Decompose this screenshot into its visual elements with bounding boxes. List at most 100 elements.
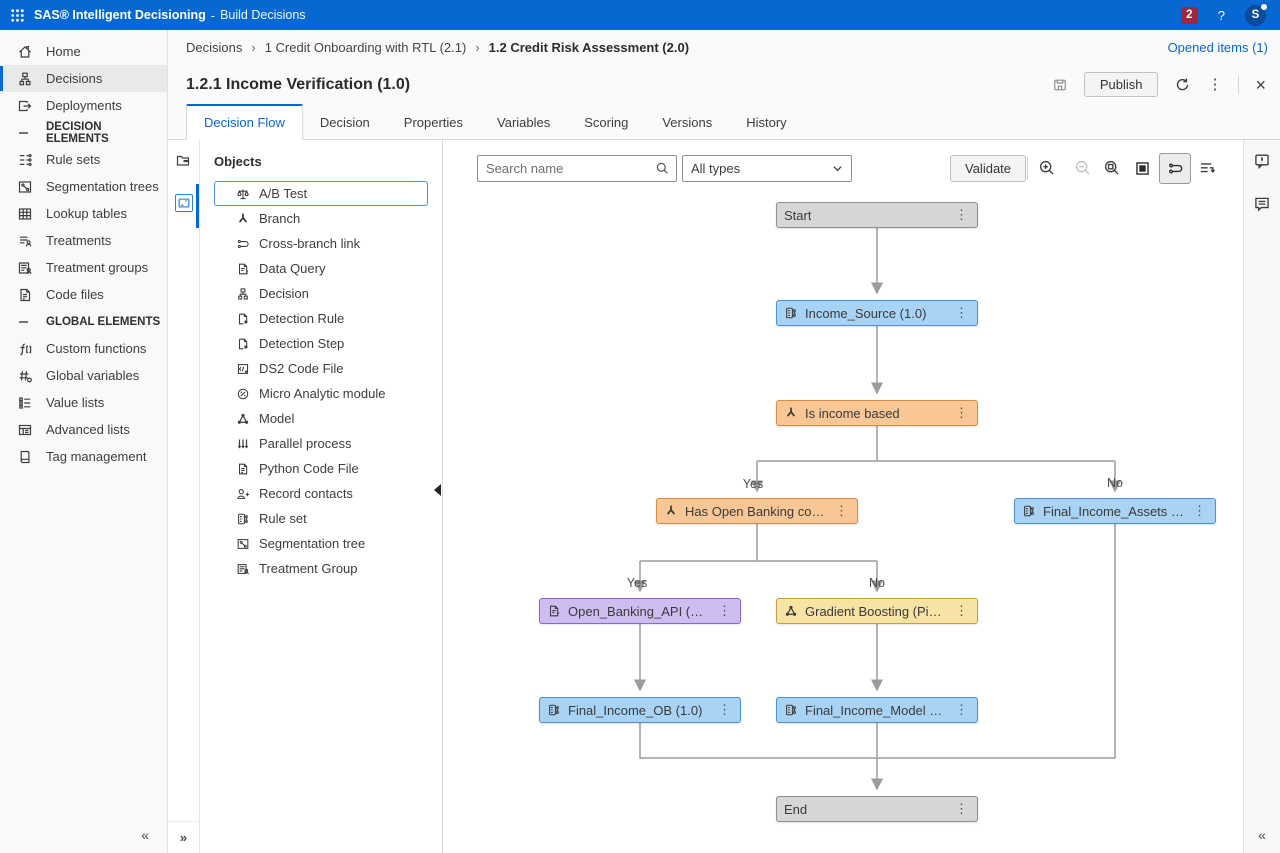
object-item-segmentation-tree[interactable]: Segmentation tree: [214, 531, 428, 556]
sidebar-item-treatment-groups[interactable]: Treatment groups: [0, 254, 167, 281]
right-rail: «: [1243, 140, 1280, 853]
app-context: Build Decisions: [220, 8, 305, 22]
object-item-record-contacts[interactable]: Record contacts: [214, 481, 428, 506]
objects-panel-collapse-handle[interactable]: [434, 484, 441, 496]
help-button[interactable]: ?: [1218, 8, 1225, 23]
refresh-icon[interactable]: [1174, 76, 1191, 93]
parallel-process-icon: [236, 437, 250, 451]
right-rail-collapse-button[interactable]: «: [1244, 827, 1280, 843]
data-query-icon: [547, 604, 561, 618]
sidebar-item-lookup-tables[interactable]: Lookup tables: [0, 200, 167, 227]
model-icon: [784, 604, 798, 618]
object-item-cross-branch-link[interactable]: Cross-branch link: [214, 231, 428, 256]
flow-node-start[interactable]: Start ⋮: [776, 202, 978, 228]
tab-decision-flow[interactable]: Decision Flow: [186, 104, 303, 140]
ds2-code-file-icon: [236, 362, 250, 376]
sidebar-item-segmentation-trees[interactable]: Segmentation trees: [0, 173, 167, 200]
flow-node-end[interactable]: End ⋮: [776, 796, 978, 822]
active-panel-indicator: [196, 184, 199, 228]
detection-rule-icon: [236, 312, 250, 326]
rule-set-icon: [784, 703, 798, 717]
object-item-treatment-group[interactable]: Treatment Group: [214, 556, 428, 581]
sidebar-item-advanced-lists[interactable]: Advanced lists: [0, 416, 167, 443]
object-item-detection-step[interactable]: Detection Step: [214, 331, 428, 356]
sidebar-item-custom-functions[interactable]: Custom functions: [0, 335, 167, 362]
node-menu-button[interactable]: ⋮: [1191, 503, 1208, 519]
object-item-ds2-code-file[interactable]: DS2 Code File: [214, 356, 428, 381]
divider: [1238, 75, 1239, 95]
flow-node-final-income-model[interactable]: Final_Income_Model (1.0) ⋮: [776, 697, 978, 723]
sidebar-item-tag-management[interactable]: Tag management: [0, 443, 167, 470]
rule-set-icon: [547, 703, 561, 717]
more-actions-button[interactable]: ⋮: [1207, 77, 1222, 92]
node-menu-button[interactable]: ⋮: [953, 702, 970, 718]
object-item-model[interactable]: Model: [214, 406, 428, 431]
sidebar-item-deployments[interactable]: Deployments: [0, 92, 167, 119]
object-item-micro-analytic-module[interactable]: Micro Analytic module: [214, 381, 428, 406]
node-menu-button[interactable]: ⋮: [716, 702, 733, 718]
treatment-groups-icon: [17, 260, 33, 276]
node-menu-button[interactable]: ⋮: [953, 305, 970, 321]
sidebar-item-treatments[interactable]: Treatments: [0, 227, 167, 254]
notifications-badge[interactable]: 2: [1181, 7, 1198, 24]
tab-versions[interactable]: Versions: [645, 106, 729, 139]
model-icon: [236, 412, 250, 426]
tab-variables[interactable]: Variables: [480, 106, 567, 139]
object-item-parallel-process[interactable]: Parallel process: [214, 431, 428, 456]
data-query-icon: [236, 262, 250, 276]
node-menu-button[interactable]: ⋮: [953, 801, 970, 817]
sidebar-item-value-lists[interactable]: Value lists: [0, 389, 167, 416]
user-avatar[interactable]: S: [1245, 5, 1266, 26]
tab-scoring[interactable]: Scoring: [567, 106, 645, 139]
close-icon[interactable]: ×: [1255, 76, 1266, 94]
validation-issues-icon[interactable]: [1253, 152, 1271, 170]
home-icon: [17, 44, 33, 60]
sidebar-item-global-variables[interactable]: Global variables: [0, 362, 167, 389]
left-nav-collapse-button[interactable]: «: [141, 827, 149, 843]
workspace: » Objects A/B Test Branch Cross-branch l…: [168, 140, 1280, 853]
decision-flow-canvas[interactable]: All types Validate: [443, 140, 1243, 853]
detection-step-icon: [236, 337, 250, 351]
branch-icon: [784, 406, 798, 420]
flow-node-is-income-based[interactable]: Is income based ⋮: [776, 400, 978, 426]
flow-node-final-income-ob[interactable]: Final_Income_OB (1.0) ⋮: [539, 697, 741, 723]
strip-expand-button[interactable]: »: [168, 821, 199, 845]
flow-node-open-banking-api[interactable]: Open_Banking_API (1.0) ⋮: [539, 598, 741, 624]
object-item-decision[interactable]: Decision: [214, 281, 428, 306]
objects-panel-icon[interactable]: [175, 152, 191, 168]
page-title: 1.2.1 Income Verification (1.0): [186, 76, 410, 94]
object-item-ab-test[interactable]: A/B Test: [214, 181, 428, 206]
object-item-rule-set[interactable]: Rule set: [214, 506, 428, 531]
node-menu-button[interactable]: ⋮: [953, 405, 970, 421]
flow-node-income-source[interactable]: Income_Source (1.0) ⋮: [776, 300, 978, 326]
flow-node-gradient-boosting[interactable]: Gradient Boosting (Pipelin... ⋮: [776, 598, 978, 624]
tab-decision[interactable]: Decision: [303, 106, 387, 139]
breadcrumb-decisions[interactable]: Decisions: [186, 40, 242, 55]
rule-sets-icon: [17, 152, 33, 168]
sidebar-item-code-files[interactable]: Code files: [0, 281, 167, 308]
object-item-branch[interactable]: Branch: [214, 206, 428, 231]
tab-history[interactable]: History: [729, 106, 803, 139]
app-name-separator: -: [211, 8, 215, 23]
object-item-data-query[interactable]: Data Query: [214, 256, 428, 281]
tab-properties[interactable]: Properties: [387, 106, 480, 139]
app-switcher-icon[interactable]: [0, 0, 34, 30]
app-bar-actions: 2 ? S: [1181, 5, 1280, 26]
flow-node-final-income-assets[interactable]: Final_Income_Assets (1.0) ⋮: [1014, 498, 1216, 524]
breadcrumb-credit-onboarding[interactable]: 1 Credit Onboarding with RTL (2.1): [265, 40, 467, 55]
publish-button[interactable]: Publish: [1084, 72, 1159, 97]
node-menu-button[interactable]: ⋮: [833, 503, 850, 519]
node-menu-button[interactable]: ⋮: [953, 207, 970, 223]
comments-icon[interactable]: [1253, 195, 1271, 213]
node-menu-button[interactable]: ⋮: [716, 603, 733, 619]
sidebar-item-home[interactable]: Home: [0, 38, 167, 65]
object-item-detection-rule[interactable]: Detection Rule: [214, 306, 428, 331]
sidebar-item-decisions[interactable]: Decisions: [0, 65, 167, 92]
sidebar-item-rule-sets[interactable]: Rule sets: [0, 146, 167, 173]
opened-items-link[interactable]: Opened items (1): [1168, 40, 1268, 55]
flow-node-has-open-banking-consent[interactable]: Has Open Banking consent ⋮: [656, 498, 858, 524]
object-item-python-code-file[interactable]: Python Code File: [214, 456, 428, 481]
diagram-panel-icon[interactable]: [175, 194, 193, 212]
advanced-lists-icon: [17, 422, 33, 438]
node-menu-button[interactable]: ⋮: [953, 603, 970, 619]
